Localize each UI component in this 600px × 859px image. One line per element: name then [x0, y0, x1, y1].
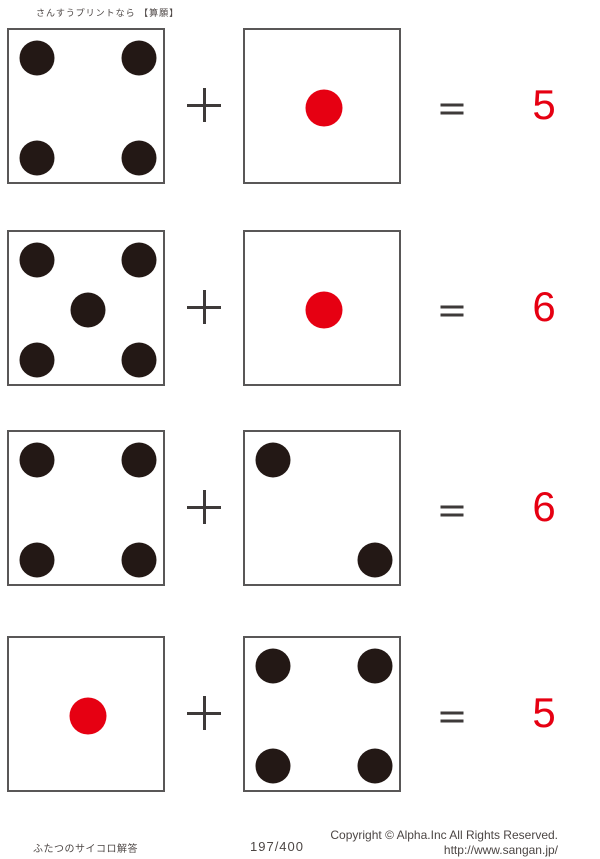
left-die	[7, 636, 165, 792]
die-pip-tr	[121, 442, 157, 478]
page-number: 197/400	[250, 839, 304, 854]
die-pip-bl	[255, 748, 291, 784]
worksheet-title: ふたつのサイコロ解答	[33, 844, 138, 855]
die-pip-br	[357, 748, 393, 784]
plus-icon	[187, 88, 221, 122]
equals-icon	[440, 305, 464, 317]
die-pip-c	[70, 292, 106, 328]
problem-row: 6	[0, 430, 600, 586]
die-pip-bl	[19, 342, 55, 378]
die-pip-br	[121, 140, 157, 176]
answer-value: 5	[532, 689, 556, 737]
problem-row: 5	[0, 636, 600, 792]
die-pip-c	[305, 291, 343, 329]
right-die	[243, 230, 401, 386]
answer-value: 5	[532, 81, 556, 129]
problem-row: 5	[0, 28, 600, 184]
equals-icon	[440, 711, 464, 723]
die-pip-tl	[255, 648, 291, 684]
right-die	[243, 636, 401, 792]
equals-icon	[440, 103, 464, 115]
left-die	[7, 28, 165, 184]
website-url: http://www.sangan.jp/	[443, 843, 558, 857]
answer-value: 6	[532, 483, 556, 531]
die-pip-tl	[19, 242, 55, 278]
die-pip-br	[121, 342, 157, 378]
die-pip-tl	[19, 442, 55, 478]
die-pip-bl	[19, 140, 55, 176]
plus-icon	[187, 696, 221, 730]
left-die	[7, 230, 165, 386]
die-pip-c	[305, 89, 343, 127]
die-pip-tr	[121, 40, 157, 76]
left-die	[7, 430, 165, 586]
die-pip-tr	[121, 242, 157, 278]
copyright-text: Copyright © Alpha.Inc All Rights Reserve…	[330, 828, 558, 842]
plus-icon	[187, 490, 221, 524]
problem-row: 6	[0, 230, 600, 386]
page-title: さんすうプリントなら 【算願】	[36, 8, 180, 18]
die-pip-tl	[255, 442, 291, 478]
plus-icon	[187, 290, 221, 324]
die-pip-tl	[19, 40, 55, 76]
equals-icon	[440, 505, 464, 517]
die-pip-br	[357, 542, 393, 578]
right-die	[243, 28, 401, 184]
die-pip-bl	[19, 542, 55, 578]
copyright-block: Copyright © Alpha.Inc All Rights Reserve…	[330, 828, 558, 858]
die-pip-tr	[357, 648, 393, 684]
die-pip-c	[69, 697, 107, 735]
answer-value: 6	[532, 283, 556, 331]
right-die	[243, 430, 401, 586]
die-pip-br	[121, 542, 157, 578]
